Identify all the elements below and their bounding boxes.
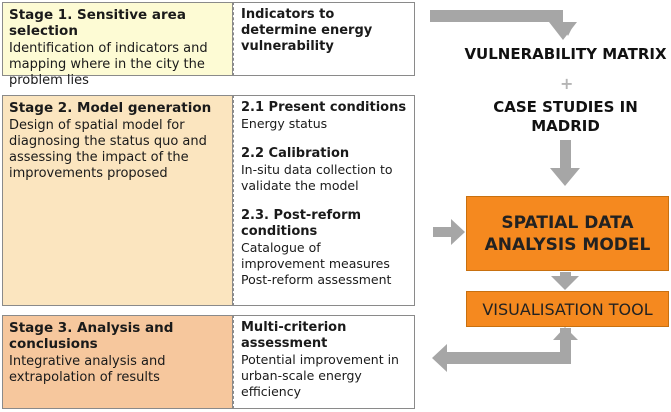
spatial-data-analysis-model: SPATIAL DATA ANALYSIS MODEL (466, 196, 669, 271)
multi-criterion-text: Potential improvement in urban-scale ene… (241, 352, 399, 399)
stage1-box: Stage 1. Sensitive area selection Identi… (2, 2, 233, 88)
calibration-text: In-situ data collection to validate the … (241, 162, 393, 193)
visualisation-tool: VISUALISATION TOOL (466, 291, 669, 327)
calibration-title: 2.2 Calibration (241, 146, 350, 161)
stage2-title: Stage 2. Model generation (9, 100, 212, 116)
arrow-stage2-to-model (433, 219, 465, 245)
stage3-box: Stage 3. Analysis and conclusions Integr… (2, 315, 233, 409)
stage2-detail-box: 2.1 Present conditions Energy status 2.2… (233, 95, 415, 306)
stage3-detail-box: Multi-criterion assessment Potential imp… (233, 315, 415, 409)
post-reform-title: 2.3. Post-reform conditions (241, 208, 362, 239)
arrow-stage1-to-matrix (430, 10, 575, 36)
multi-criterion-title: Multi-criterion assessment (241, 320, 347, 351)
stage3-text: Integrative analysis and extrapolation o… (9, 354, 166, 385)
case-studies-label: CASE STUDIES IN MADRID (493, 98, 638, 135)
plus-sign: + (560, 74, 574, 93)
arrow-tool-to-stage3 (432, 328, 571, 372)
stage1-detail-box: Indicators to determine energy vulnerabi… (233, 2, 415, 76)
tool-label: VISUALISATION TOOL (482, 299, 653, 319)
stage2-text: Design of spatial model for diagnosing t… (9, 118, 207, 181)
stage1-indicators-title: Indicators to determine energy vulnerabi… (241, 7, 373, 54)
stage1-text: Identification of indicators and mapping… (9, 41, 208, 88)
stage1-title: Stage 1. Sensitive area selection (9, 7, 186, 39)
post-reform-text: Catalogue of improvement measures Post-r… (241, 240, 392, 287)
present-conditions-text: Energy status (241, 116, 328, 131)
present-conditions-title: 2.1 Present conditions (241, 100, 407, 115)
stage2-box: Stage 2. Model generation Design of spat… (2, 95, 233, 306)
model-label: SPATIAL DATA ANALYSIS MODEL (484, 212, 651, 255)
stage3-title: Stage 3. Analysis and conclusions (9, 320, 174, 352)
vulnerability-matrix-label: VULNERABILITY MATRIX (464, 45, 667, 63)
arrow-model-to-tool (551, 272, 579, 290)
arrow-case-to-model (550, 140, 580, 186)
